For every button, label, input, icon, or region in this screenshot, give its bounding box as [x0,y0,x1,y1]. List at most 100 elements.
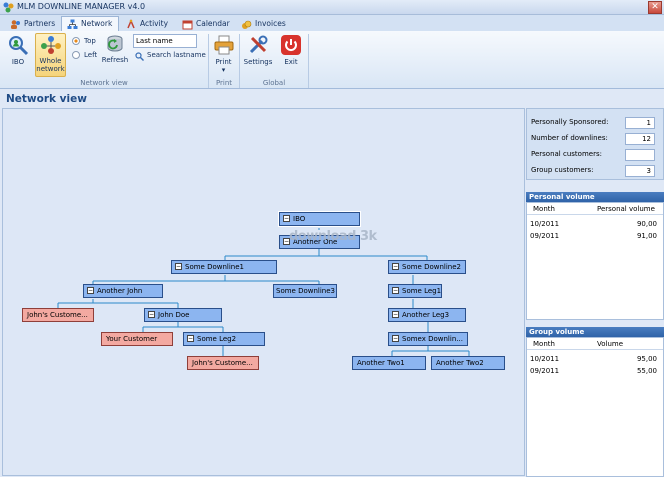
tree-node-another-john[interactable]: −Another John [83,284,163,298]
group-volume-panel: Group volume Month Volume 10/2011 95,00 … [526,327,664,477]
whole-network-button[interactable]: Whole network [35,33,66,77]
personal-customers-label: Personal customers: [531,150,602,158]
tab-partners-label: Partners [24,19,56,28]
tree-node-label: Another John [97,287,143,295]
ibo-button-label: IBO [11,58,25,66]
tab-calendar[interactable]: Calendar [176,16,237,31]
tree-node-ibo[interactable]: −IBO [279,212,360,226]
tree-node-johns-customer[interactable]: John's Custome... [187,356,259,370]
whole-network-label-1: Whole [39,57,62,65]
table-row[interactable]: 10/2011 90,00 [527,218,663,230]
tree-node-johns-customer[interactable]: John's Custome... [22,308,94,322]
tab-invoices-label: Invoices [255,19,286,28]
tree-node-some-leg1[interactable]: −Some Leg1 [388,284,442,298]
tab-activity[interactable]: Activity [120,16,175,31]
collapse-toggle[interactable]: − [187,335,194,342]
tree-connectors [57,228,470,356]
partners-icon [11,20,20,29]
settings-button[interactable]: Settings [243,34,273,70]
print-button[interactable]: Print ▾ [211,34,236,76]
whole-network-icon [40,36,61,54]
search-lastname-button[interactable]: Search lastname [135,51,206,62]
tree-node-label: IBO [293,215,306,223]
collapse-toggle[interactable]: − [392,311,399,318]
tab-activity-label: Activity [140,19,169,28]
personal-volume-title: Personal volume [526,192,664,202]
collapse-toggle[interactable]: − [87,287,94,294]
activity-icon [127,19,135,29]
top-radio[interactable]: Top [72,37,102,47]
exit-button-label: Exit [284,58,298,66]
personal-customers-value [625,149,655,161]
ribbon-separator [208,34,209,88]
network-tree-canvas[interactable]: −IBO −Another One −Some Downline1 −Some … [2,108,525,476]
tab-calendar-label: Calendar [196,19,230,28]
tree-node-your-customer[interactable]: Your Customer [101,332,173,346]
downlines-label: Number of downlines: [531,134,608,142]
personally-sponsored-value: 1 [625,117,655,129]
collapse-toggle[interactable]: − [392,287,399,294]
tree-node-label: Some Downline1 [185,263,244,271]
tree-node-john-doe[interactable]: −John Doe [144,308,222,322]
tree-node-label: Some Leg1 [402,287,442,295]
col-month: Month [533,205,555,213]
tree-node-another-two2[interactable]: Another Two2 [431,356,505,370]
exit-button[interactable]: Exit [278,34,304,70]
collapse-toggle[interactable]: − [283,238,290,245]
tab-network[interactable]: Network [61,16,120,32]
tree-node-somex-downline[interactable]: −Somex Downlin... [388,332,468,346]
top-radio-dot [72,37,80,45]
stats-box: Personally Sponsored: 1 Number of downli… [526,108,664,180]
ribbon: IBO Whole network Top Left Refresh Last … [0,31,664,89]
tree-node-some-leg2[interactable]: −Some Leg2 [183,332,265,346]
collapse-toggle[interactable]: − [392,263,399,270]
collapse-toggle[interactable]: − [392,335,399,342]
table-row[interactable]: 09/2011 91,00 [527,230,663,242]
tab-partners[interactable]: Partners [4,16,62,31]
search-icon [135,52,144,61]
invoices-icon [242,20,252,29]
tree-node-label: Another Two2 [436,359,484,367]
group-volume-grid[interactable]: Month Volume 10/2011 95,00 09/2011 55,00 [526,337,664,477]
power-icon [281,35,301,55]
tree-node-another-leg3[interactable]: −Another Leg3 [388,308,466,322]
cell-value: 91,00 [636,232,657,240]
tree-node-label: Somex Downlin... [402,335,463,343]
ribbon-group-network-view: Network view [80,79,128,87]
left-radio[interactable]: Left [72,51,102,61]
tree-node-some-downline3[interactable]: Some Downline3 [273,284,337,298]
collapse-toggle[interactable]: − [148,311,155,318]
refresh-button-label: Refresh [101,56,129,64]
print-dropdown-icon: ▾ [221,66,226,74]
cell-month: 09/2011 [530,367,560,375]
refresh-button[interactable]: Refresh [101,34,129,70]
left-radio-label: Left [84,51,98,59]
collapse-toggle[interactable]: − [283,215,290,222]
personally-sponsored-label: Personally Sponsored: [531,118,609,126]
grid-header: Month Volume [527,338,663,350]
search-lastname-label: Search lastname [147,51,206,59]
calendar-icon [182,20,193,30]
tree-node-label: Some Downline2 [402,263,461,271]
personal-volume-panel: Personal volume Month Personal volume 10… [526,192,664,320]
tree-node-another-one[interactable]: −Another One [279,235,360,249]
tree-node-another-two1[interactable]: Another Two1 [352,356,426,370]
app-icon [3,2,14,13]
ibo-button[interactable]: IBO [5,34,31,70]
window-title: MLM DOWNLINE MANAGER v4.0 [17,2,146,11]
tree-node-some-downline1[interactable]: −Some Downline1 [171,260,277,274]
downlines-value: 12 [625,133,655,145]
ribbon-separator [239,34,240,88]
page-title: Network view [6,93,87,105]
tab-invoices[interactable]: Invoices [235,16,293,31]
tree-node-label: Another Leg3 [402,311,450,319]
window-close-button[interactable]: ✕ [648,1,662,14]
col-personal-volume: Personal volume [597,205,655,213]
lastname-input[interactable]: Last name [133,34,197,48]
collapse-toggle[interactable]: − [175,263,182,270]
table-row[interactable]: 09/2011 55,00 [527,365,663,377]
tree-node-some-downline2[interactable]: −Some Downline2 [388,260,466,274]
table-row[interactable]: 10/2011 95,00 [527,353,663,365]
personal-volume-grid[interactable]: Month Personal volume 10/2011 90,00 09/2… [526,202,664,320]
cell-value: 90,00 [636,220,657,228]
